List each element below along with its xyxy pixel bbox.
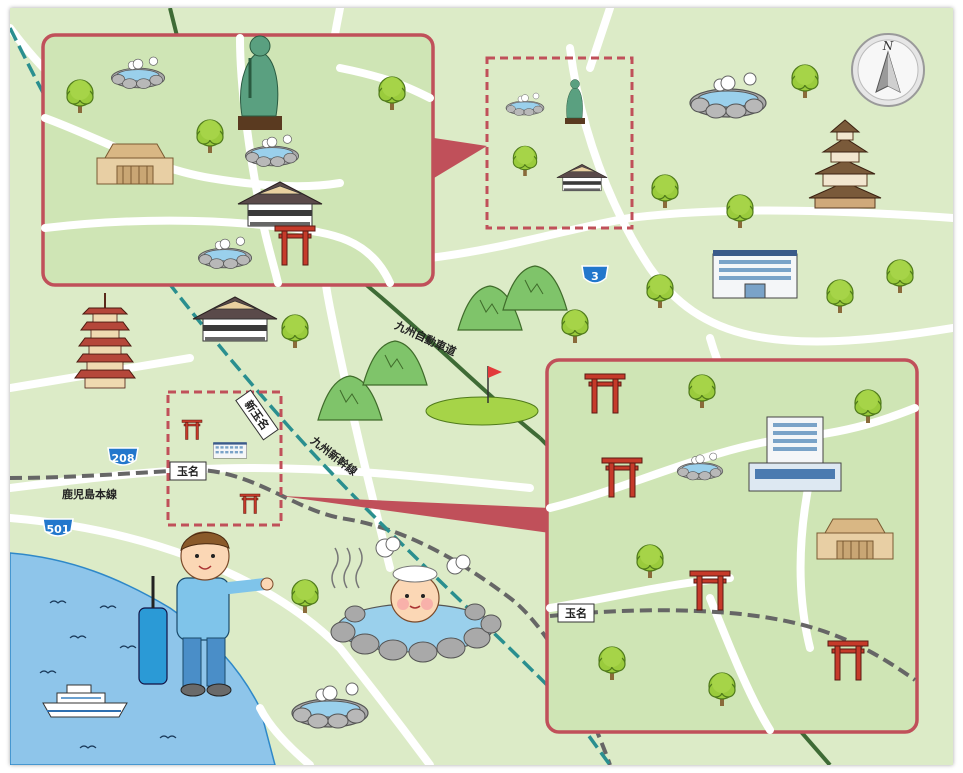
golf-course-icon xyxy=(425,366,539,426)
route-208-sign: 208 xyxy=(107,447,139,466)
statue-area-mini-icons xyxy=(505,79,608,192)
compass-icon: N xyxy=(851,33,925,107)
waves xyxy=(39,600,177,749)
tamana-focus-area xyxy=(166,390,283,527)
statue-detail-inset xyxy=(41,33,435,287)
traveler-illustration xyxy=(138,531,274,697)
shin-tamana-station-sign: 新玉名 xyxy=(235,389,279,441)
map-frame: N xyxy=(10,8,953,765)
svg-text:3: 3 xyxy=(591,270,599,283)
tamana-inset-station-sign: 玉名 xyxy=(557,603,595,623)
svg-text:玉名: 玉名 xyxy=(565,606,587,620)
tamana-station-sign: 玉名 xyxy=(169,461,207,481)
svg-text:208: 208 xyxy=(112,452,135,465)
inset-connector-upper xyxy=(434,138,487,178)
kagoshima-line-label: 鹿児島本線 xyxy=(62,487,117,501)
tourist-map: N xyxy=(10,8,953,765)
route-501-sign: 501 xyxy=(42,518,74,537)
compass-north-label: N xyxy=(882,39,894,53)
inset-connector-lower xyxy=(281,496,550,533)
castle-icon xyxy=(808,119,882,209)
ferry-icon xyxy=(42,684,128,718)
svg-text:501: 501 xyxy=(47,523,70,536)
pagoda-icon xyxy=(74,293,136,389)
statue-focus-area xyxy=(485,56,634,230)
kyushu-shinkansen-line xyxy=(10,27,612,765)
route-3-sign: 3 xyxy=(581,265,609,284)
tamana-detail-inset xyxy=(545,358,919,734)
building-icon xyxy=(712,250,798,299)
onsen-woman-illustration xyxy=(330,536,502,663)
svg-text:玉名: 玉名 xyxy=(177,464,199,478)
